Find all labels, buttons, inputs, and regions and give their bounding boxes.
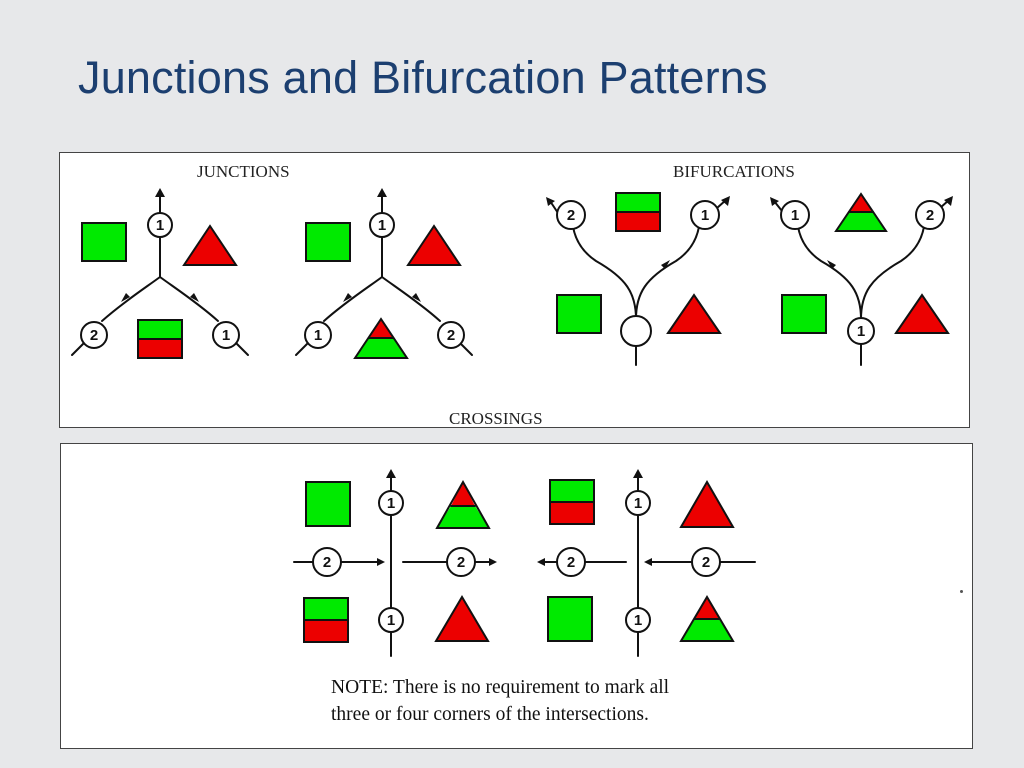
red-green-split-triangle-symbol: [353, 317, 409, 359]
route-marker-1: 1: [690, 200, 720, 230]
svg-text:2: 2: [447, 327, 455, 344]
crossing-pattern-b: 1 2 2 1: [537, 469, 756, 657]
red-triangle-symbol: [666, 293, 722, 334]
green-red-split-square-symbol: [303, 597, 349, 643]
route-marker-1: 1: [369, 212, 395, 238]
crossings-panel: 1 2 2 1: [60, 443, 973, 749]
route-marker-2: 2: [556, 547, 586, 577]
svg-text:2: 2: [567, 554, 575, 571]
green-red-split-square-symbol: [137, 319, 183, 359]
svg-text:1: 1: [634, 495, 642, 512]
crossing-pattern-a: 1 2 2 1: [293, 469, 497, 657]
route-marker-1: 1: [780, 200, 810, 230]
route-marker-1: 1: [378, 607, 404, 633]
svg-text:2: 2: [457, 554, 465, 571]
green-red-split-square-symbol: [549, 479, 595, 525]
route-marker-1: 1: [625, 490, 651, 516]
svg-text:2: 2: [90, 327, 98, 344]
svg-text:2: 2: [567, 207, 575, 224]
red-triangle-symbol: [406, 224, 462, 266]
svg-text:1: 1: [791, 207, 799, 224]
bifurcations-label: BIFURCATIONS: [673, 162, 795, 181]
green-square-symbol: [305, 222, 351, 262]
route-marker-1: 1: [304, 321, 332, 349]
junction-pattern-a: 1 2 1: [71, 188, 249, 359]
green-square-symbol: [81, 222, 127, 262]
green-square-symbol: [556, 294, 602, 334]
svg-text:1: 1: [701, 207, 709, 224]
note-line-2: three or four corners of the intersectio…: [331, 704, 649, 725]
crossings-label: CROSSINGS: [449, 409, 543, 427]
junctions-bifurcations-diagram: JUNCTIONS BIFURCATIONS CROSSINGS 1 2 1: [71, 162, 953, 427]
svg-text:1: 1: [857, 323, 865, 340]
junctions-label: JUNCTIONS: [197, 162, 290, 181]
bifurcation-pattern-a: 2 1: [546, 192, 730, 366]
svg-text:1: 1: [378, 217, 386, 234]
red-triangle-symbol: [182, 224, 238, 266]
red-green-split-triangle-symbol: [435, 479, 491, 529]
route-marker-2: 2: [556, 200, 586, 230]
route-marker-1: 1: [378, 490, 404, 516]
route-marker-2: 2: [446, 547, 476, 577]
junction-pattern-b: 1 1 2: [295, 188, 473, 359]
svg-text:1: 1: [387, 612, 395, 629]
svg-text:1: 1: [222, 327, 230, 344]
green-square-symbol: [547, 596, 593, 642]
route-marker-1: 1: [625, 607, 651, 633]
svg-text:1: 1: [634, 612, 642, 629]
junctions-bifurcations-panel: JUNCTIONS BIFURCATIONS CROSSINGS 1 2 1: [59, 152, 970, 428]
bifurcation-pattern-b: 1 2 1: [770, 192, 953, 366]
green-square-symbol: [781, 294, 827, 334]
note-line-1: NOTE: There is no requirement to mark al…: [331, 677, 670, 698]
svg-text:2: 2: [702, 554, 710, 571]
route-marker-2: 2: [312, 547, 342, 577]
route-marker-2: 2: [691, 547, 721, 577]
crossings-diagram: 1 2 2 1: [293, 469, 756, 657]
route-marker-2: 2: [80, 321, 108, 349]
route-marker-1: 1: [847, 317, 875, 345]
svg-text:1: 1: [156, 217, 164, 234]
route-marker-1: 1: [212, 321, 240, 349]
red-triangle-symbol: [679, 480, 735, 528]
empty-route-marker: [620, 315, 652, 347]
svg-text:2: 2: [323, 554, 331, 571]
route-marker-2: 2: [437, 321, 465, 349]
route-marker-2: 2: [915, 200, 945, 230]
route-marker-1: 1: [147, 212, 173, 238]
green-square-symbol: [305, 481, 351, 527]
svg-text:1: 1: [387, 495, 395, 512]
green-red-split-square-symbol: [615, 192, 661, 232]
note-text: NOTE: There is no requirement to mark al…: [331, 674, 791, 728]
red-green-split-triangle-symbol: [834, 192, 888, 232]
red-triangle-symbol: [894, 293, 950, 334]
red-triangle-symbol: [434, 595, 490, 642]
svg-text:2: 2: [926, 207, 934, 224]
slide-title: Junctions and Bifurcation Patterns: [78, 52, 768, 103]
stray-dot: [960, 590, 963, 593]
svg-text:1: 1: [314, 327, 322, 344]
red-green-split-triangle-symbol: [679, 595, 735, 642]
